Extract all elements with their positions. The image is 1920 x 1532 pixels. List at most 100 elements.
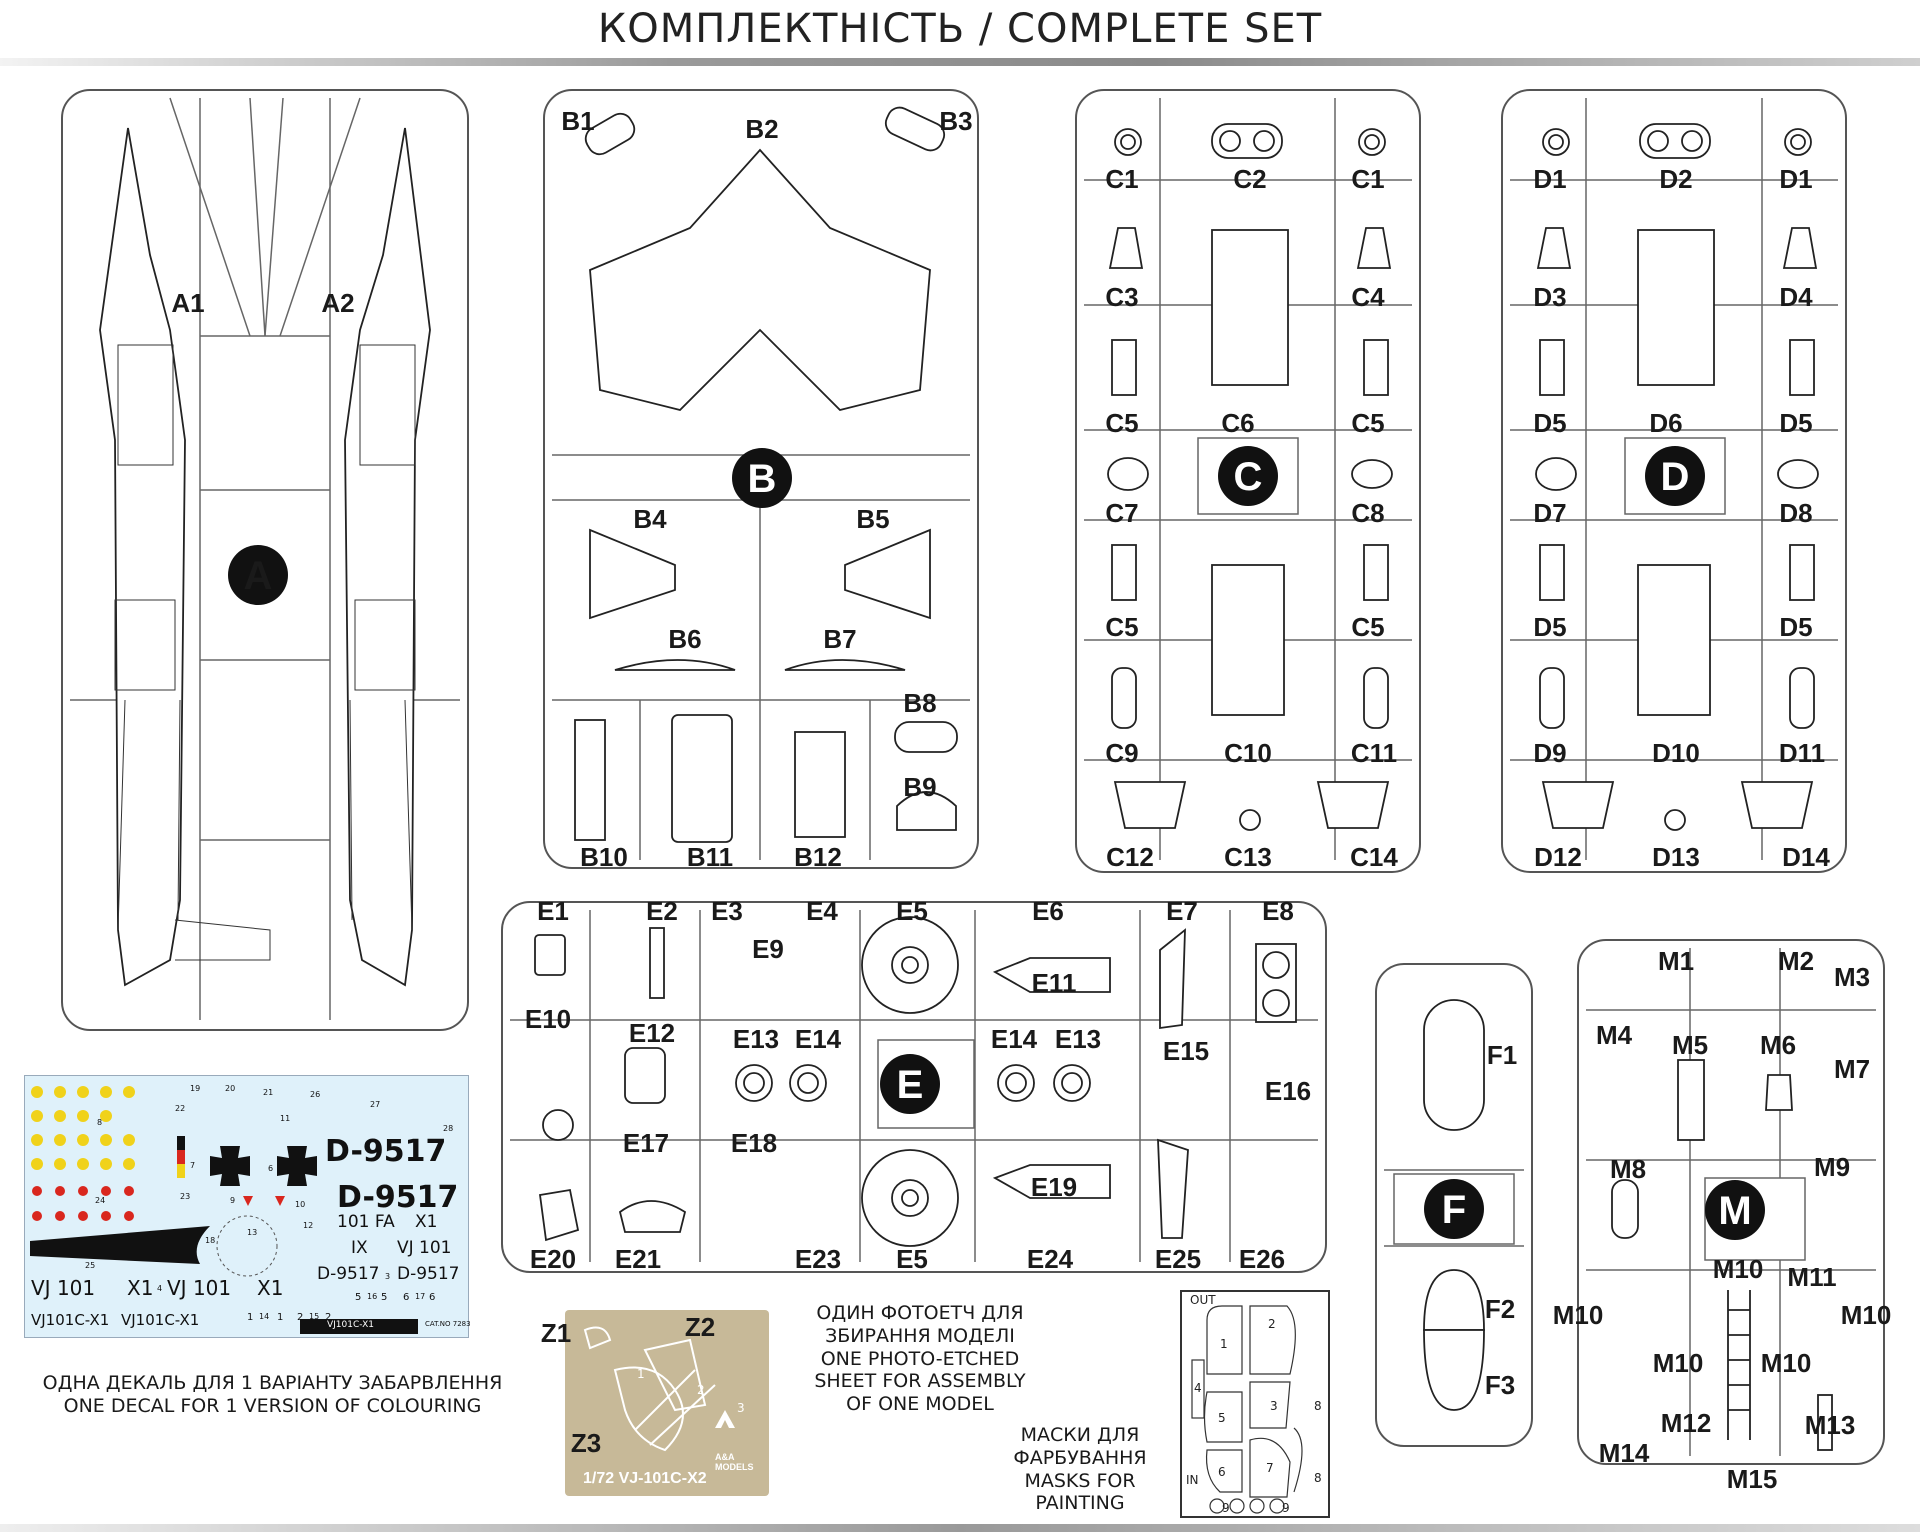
sprue-m-tag bbox=[1705, 1180, 1765, 1240]
page-title: КОМПЛЕКТНІСТЬ / COMPLETE SET bbox=[597, 6, 1323, 52]
decal-num-27: 27 bbox=[370, 1100, 381, 1109]
label-c6: C6 bbox=[1221, 408, 1254, 438]
decal-num-2b: 2 bbox=[325, 1312, 332, 1323]
decal-num-17: 17 bbox=[415, 1292, 426, 1301]
label-d1-right: D1 bbox=[1779, 164, 1812, 194]
label-b9: B9 bbox=[903, 772, 936, 802]
sprue-d-tag bbox=[1645, 446, 1705, 506]
part-b8 bbox=[894, 721, 958, 753]
label-f2: F2 bbox=[1485, 1294, 1515, 1324]
label-d5-a: D5 bbox=[1533, 408, 1566, 438]
mask-num-5: 5 bbox=[1218, 1411, 1226, 1425]
decal-caption-ua: ОДНА ДЕКАЛЬ ДЛЯ 1 ВАРІАНТУ ЗАБАРВЛЕННЯ bbox=[42, 1372, 503, 1394]
label-c9: C9 bbox=[1105, 738, 1138, 768]
decal-num-12: 12 bbox=[303, 1221, 314, 1230]
label-e16: E16 bbox=[1265, 1076, 1311, 1106]
photo-caption-line-1: ОДИН ФОТОЕТЧ ДЛЯ bbox=[816, 1302, 1024, 1324]
sprue-c-frame bbox=[1075, 89, 1421, 873]
part-c6 bbox=[1211, 229, 1289, 386]
label-c11: C11 bbox=[1351, 738, 1397, 768]
sprue-a-frame bbox=[61, 89, 469, 1031]
label-b5: B5 bbox=[856, 504, 889, 534]
part-a1 bbox=[99, 127, 186, 987]
part-b12 bbox=[794, 731, 846, 838]
label-c5-a: C5 bbox=[1105, 408, 1138, 438]
decal-num-22: 22 bbox=[175, 1104, 186, 1113]
mask-num-3: 3 bbox=[1270, 1399, 1278, 1413]
photo-etch-art: 1 2 3 bbox=[583, 1326, 745, 1452]
label-m5: M5 bbox=[1672, 1030, 1708, 1060]
label-m1: M1 bbox=[1658, 946, 1694, 976]
sprue-c-letter: C bbox=[1234, 455, 1263, 499]
mask-caption-line-1: МАСКИ ДЛЯ bbox=[1020, 1424, 1140, 1446]
label-d10: D10 bbox=[1652, 738, 1700, 768]
sprue-d-letter: D bbox=[1661, 455, 1690, 499]
decal-text-2: X1 bbox=[127, 1276, 154, 1300]
label-c3: C3 bbox=[1105, 282, 1138, 312]
label-m6: M6 bbox=[1760, 1030, 1796, 1060]
label-c2: C2 bbox=[1233, 164, 1266, 194]
label-d5-b: D5 bbox=[1779, 408, 1812, 438]
label-z2: Z2 bbox=[685, 1312, 715, 1342]
decal-num-14: 14 bbox=[259, 1312, 270, 1321]
sprue-e-frame bbox=[501, 901, 1327, 1273]
mask-caption: МАСКИ ДЛЯ ФАРБУВАННЯ MASKS FOR PAINTING bbox=[975, 1424, 1185, 1515]
decal-num-28: 28 bbox=[443, 1124, 454, 1133]
label-m2: M2 bbox=[1778, 946, 1814, 976]
label-m10-mid-right: M10 bbox=[1761, 1348, 1812, 1378]
iron-cross-icon bbox=[210, 1146, 317, 1186]
part-e19 bbox=[992, 1164, 1111, 1199]
label-e12: E12 bbox=[629, 1018, 675, 1048]
pe-num-1: 1 bbox=[637, 1367, 645, 1381]
decal-num-4: 4 bbox=[157, 1284, 163, 1293]
mask-num-2: 2 bbox=[1268, 1317, 1276, 1331]
part-m10-ladder bbox=[1727, 1290, 1751, 1440]
photo-caption-line-4: SHEET FOR ASSEMBLY bbox=[814, 1370, 1026, 1393]
sprue-e-tag bbox=[880, 1054, 940, 1114]
decal-text-4: X1 bbox=[257, 1276, 284, 1300]
label-b10: B10 bbox=[580, 842, 628, 872]
decal-text-8: X1 bbox=[415, 1212, 438, 1232]
part-b3 bbox=[884, 106, 946, 152]
label-e6: E6 bbox=[1032, 896, 1064, 926]
part-b11 bbox=[671, 714, 733, 843]
mask-caption-line-3: MASKS FOR bbox=[1024, 1469, 1136, 1492]
label-c4: C4 bbox=[1351, 282, 1385, 312]
label-e15: E15 bbox=[1163, 1036, 1209, 1066]
label-e11: E11 bbox=[1032, 968, 1077, 998]
mask-art: OUT IN 1 2 3 4 5 6 7 8 8 9 9 bbox=[1186, 1293, 1322, 1515]
label-f1: F1 bbox=[1487, 1040, 1517, 1070]
label-e7: E7 bbox=[1166, 896, 1198, 926]
photo-etch-label: 1/72 VJ-101C-X2 bbox=[583, 1470, 707, 1487]
label-d1-left: D1 bbox=[1533, 164, 1566, 194]
label-e3: E3 bbox=[711, 896, 743, 926]
label-c5-d: C5 bbox=[1351, 612, 1384, 642]
label-e1: E1 bbox=[537, 896, 569, 926]
label-m10-top: M10 bbox=[1713, 1254, 1764, 1284]
decal-num-26: 26 bbox=[310, 1090, 321, 1099]
photo-etch-caption: ОДИН ФОТОЕТЧ ДЛЯ ЗБИРАННЯ МОДЕЛІ ONE PHO… bbox=[770, 1302, 1070, 1416]
label-c5-c: C5 bbox=[1105, 612, 1138, 642]
label-e18: E18 bbox=[731, 1128, 777, 1158]
label-e23: E23 bbox=[795, 1244, 841, 1274]
label-d4: D4 bbox=[1779, 282, 1813, 312]
decal-text-3: VJ 101 bbox=[167, 1276, 232, 1300]
decal-num-23: 23 bbox=[180, 1192, 191, 1201]
mask-num-6: 6 bbox=[1218, 1465, 1226, 1479]
label-c5-b: C5 bbox=[1351, 408, 1384, 438]
label-e25: E25 bbox=[1155, 1244, 1201, 1274]
decal-text-10: VJ 101 bbox=[397, 1238, 452, 1258]
label-d14: D14 bbox=[1782, 842, 1830, 872]
decal-cat: CAT.NO 7283 bbox=[425, 1320, 471, 1328]
label-e17: E17 bbox=[623, 1128, 669, 1158]
decal-caption-en: ONE DECAL FOR 1 VERSION OF COLOURING bbox=[63, 1394, 482, 1417]
label-c10: C10 bbox=[1224, 738, 1272, 768]
sprue-f-tag bbox=[1424, 1179, 1484, 1239]
label-c14: C14 bbox=[1350, 842, 1398, 872]
label-e20: E20 bbox=[530, 1244, 576, 1274]
decal-num-2a: 2 bbox=[297, 1312, 304, 1323]
decal-text-5: VJ101C-X1 bbox=[31, 1311, 110, 1329]
label-f3: F3 bbox=[1485, 1370, 1515, 1400]
part-f2 bbox=[1423, 1269, 1485, 1331]
photo-etch-brand: A&A MODELS bbox=[715, 1452, 754, 1472]
